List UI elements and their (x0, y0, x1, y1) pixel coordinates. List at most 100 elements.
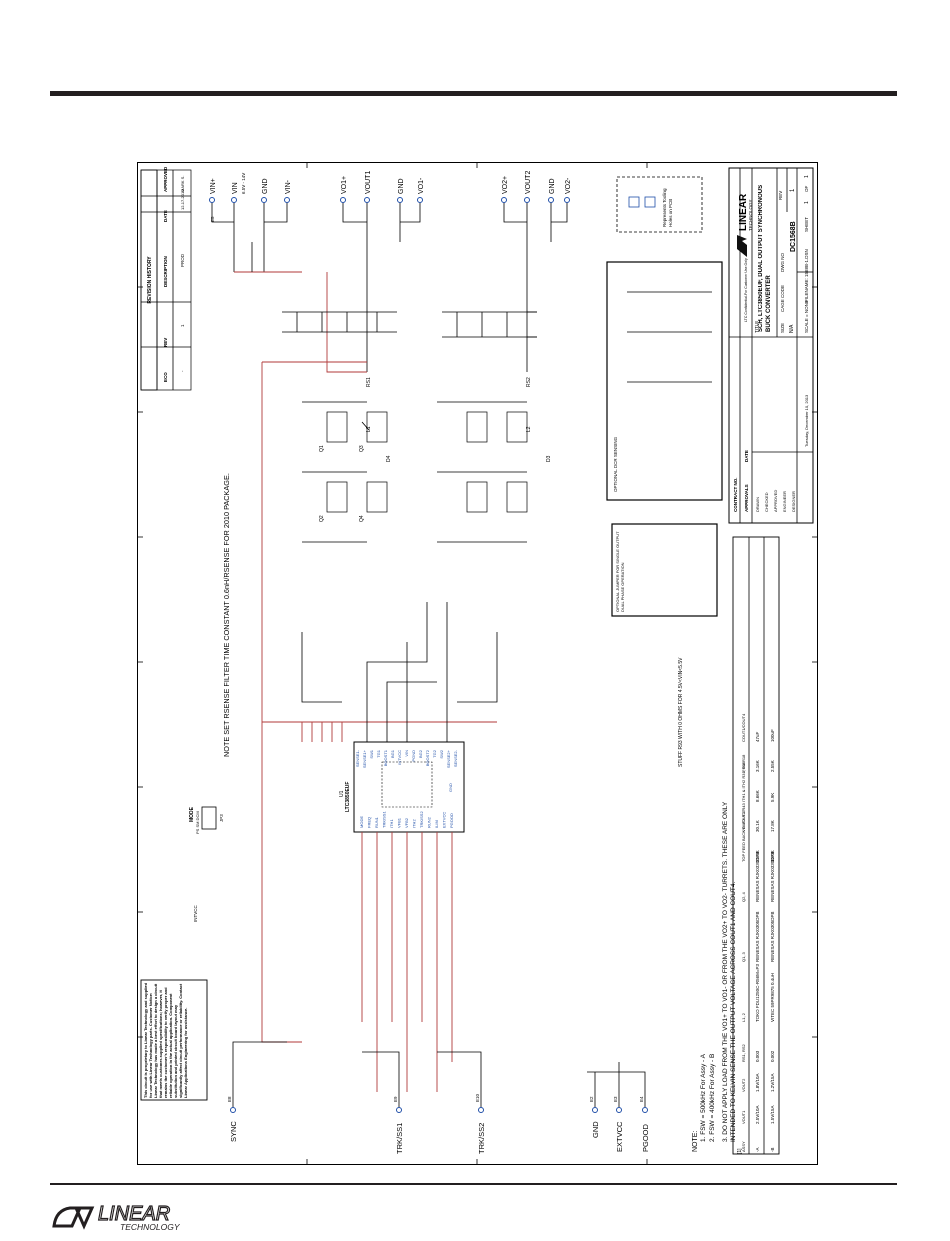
assy-table (732, 536, 780, 1155)
vo1-plus-turret[interactable] (340, 197, 346, 203)
title-logo-name: LINEAR (738, 193, 749, 231)
q2-mosfet (326, 481, 348, 513)
vin-minus-turret[interactable] (284, 197, 290, 203)
ic-pin-sense1-: SENSE1+ (362, 749, 367, 768)
vo1-minus-label: VO1- (418, 177, 425, 194)
linear-logo-icon: LINEAR TECHNOLOGY (52, 1202, 181, 1232)
contract-label: CONTRACT NO. (733, 478, 738, 513)
rev-header-desc: DESCRIPTION (163, 256, 168, 287)
e2-label: E2 (589, 1096, 594, 1102)
title-text: SCH, LTC3850EUF, DUAL OUTPUT SYNCHRONOUS… (758, 184, 772, 332)
left-connectors: SYNC TRK/SS1 TRK/SS2 GND EXTVCC PGOOD E8… (227, 1041, 650, 1154)
gnd-left-turret[interactable] (592, 1107, 598, 1113)
optional-jumper-box: OPTIONAL JUMPER FOR SINGLE OUTPUT DUAL P… (611, 523, 718, 617)
e8-label: E8 (227, 1096, 232, 1102)
vo2-plus-label: VO2+ (502, 176, 509, 194)
mode-label: MODE (189, 806, 195, 822)
sync-turret[interactable] (230, 1107, 236, 1113)
assy-cell: TOKO FDU1250C-R56M=P3 (755, 963, 760, 1022)
assy-cell: 47uF (755, 731, 760, 742)
company-line: LTC Confidential-For Customer Use Only (744, 258, 748, 322)
trk1-turret[interactable] (396, 1107, 402, 1113)
vout2-label: VOUT2 (525, 171, 532, 194)
rev-header-eco: ECO (163, 372, 168, 382)
bottom-rule (50, 1183, 897, 1185)
sync-label: SYNC (229, 1121, 238, 1142)
assy-header-cell: Q2, 4 (741, 891, 746, 902)
rev-row-approved: MARK S. (180, 176, 185, 192)
ic-pin-pgood: PGOOD (449, 813, 454, 828)
q5-mosfet (466, 411, 488, 443)
vo1-minus-turret[interactable] (417, 197, 423, 203)
vin-turret[interactable] (231, 197, 237, 203)
assy-cell: 2.55K (770, 760, 775, 772)
gnd3-turret[interactable] (548, 197, 554, 203)
assy-header-cell: TOP FEED BACK R VOUT1 R43 (741, 802, 746, 862)
top-rule (50, 91, 897, 96)
q3-label: Q3 (359, 445, 365, 452)
assy-cell: RENESAS RJK0330DPB (755, 851, 760, 902)
ic-pin-run1: RUN1 (374, 816, 379, 828)
ic-pin-sw2: SW2 (439, 749, 444, 758)
ic-pin-vfb2: VFB2 (404, 817, 409, 828)
assy-header-cell: FSW R18 (741, 754, 746, 772)
sheet-value: 1 (804, 201, 810, 204)
vout1-turret[interactable] (364, 197, 370, 203)
note-3: 3. DO NOT APPLY LOAD FROM THE VO1+ TO VO… (722, 801, 737, 1142)
ic-pin-mode: MODE (359, 816, 364, 828)
e4-label: E4 (639, 1096, 644, 1102)
gnd-turret[interactable] (261, 197, 267, 203)
assy-cell: 0.002 (770, 1050, 775, 1062)
disclaimer-text: This circuit is proprietary to Linear Te… (143, 982, 188, 1098)
ic-u1: U1 LTC3850EUF GND (339, 741, 465, 833)
cout2-bank (442, 311, 537, 338)
assy-cell: RENESAS RJK0305DPB (755, 911, 760, 962)
footer-logo-sub: TECHNOLOGY (120, 1222, 181, 1232)
assy-cell: 8.66K (755, 790, 760, 802)
ic-pin-boost1: BOOST1 (383, 749, 388, 766)
disclaimer-box: This circuit is proprietary to Linear Te… (140, 979, 208, 1101)
q4-label: Q4 (359, 515, 365, 522)
assy-header-cell: COUT1/COUT4 (741, 713, 746, 742)
ic-pin-run2: RUN2 (427, 816, 432, 828)
vo2-plus-turret[interactable] (501, 197, 507, 203)
assy-header-cell: VOUT2 (741, 1078, 746, 1092)
mode-sub: PS SM DCM (195, 811, 200, 834)
ic-pin-sw1: SW1 (369, 749, 374, 758)
date-stamp: Tuesday, December 10, 2013 (804, 394, 809, 447)
optional-jumper-text: OPTIONAL JUMPER FOR SINGLE OUTPUT DUAL P… (615, 531, 625, 612)
e10-label: E10 (475, 1093, 480, 1102)
title-block: LINEAR TECHNOLOGY TITLE SCH, LTC3850EUF,… (728, 167, 814, 524)
vout2-turret[interactable] (524, 197, 530, 203)
vin-minus-label: VIN- (285, 179, 292, 194)
checked-label: CHECKED (764, 492, 769, 512)
mode-ref: JP3 (219, 814, 224, 822)
gnd3-label: GND (549, 178, 556, 194)
gnd2-turret[interactable] (397, 197, 403, 203)
e9-label: E9 (393, 1096, 398, 1102)
trk2-turret[interactable] (478, 1107, 484, 1113)
assy-cell: 1.8V/10A (755, 1073, 760, 1092)
pgood-turret[interactable] (642, 1107, 648, 1113)
vin-plus-turret[interactable] (209, 197, 215, 203)
dwg-label: DWG NO (780, 253, 785, 272)
vo2-minus-turret[interactable] (564, 197, 570, 203)
mode-switch[interactable]: MODE PS SM DCM JP3 (189, 806, 224, 834)
ic-gnd-pin: GND (448, 783, 453, 792)
revision-history-block: REVISION HISTORY ECO REV DESCRIPTION DAT… (140, 166, 192, 391)
q1-label: Q1 (319, 445, 325, 452)
assy-cell: RENESAS RJK0305DPB (770, 911, 775, 962)
q3-mosfet (366, 411, 388, 443)
vout1-label: VOUT1 (365, 171, 372, 194)
schematic-sheet: REVISION HISTORY ECO REV DESCRIPTION DAT… (137, 162, 818, 1165)
date-label: DATE (744, 450, 749, 462)
assy-cell: 5.9K (770, 793, 775, 802)
assy-cell: 3.16K (755, 760, 760, 772)
ic-pin-bg1: BG1 (390, 749, 395, 758)
ic-pin-trk-ss1: TRK/SS1 (382, 811, 387, 828)
extvcc-turret[interactable] (616, 1107, 622, 1113)
l1-coil (361, 421, 370, 431)
assy-cell: 0.003 (755, 1050, 760, 1062)
